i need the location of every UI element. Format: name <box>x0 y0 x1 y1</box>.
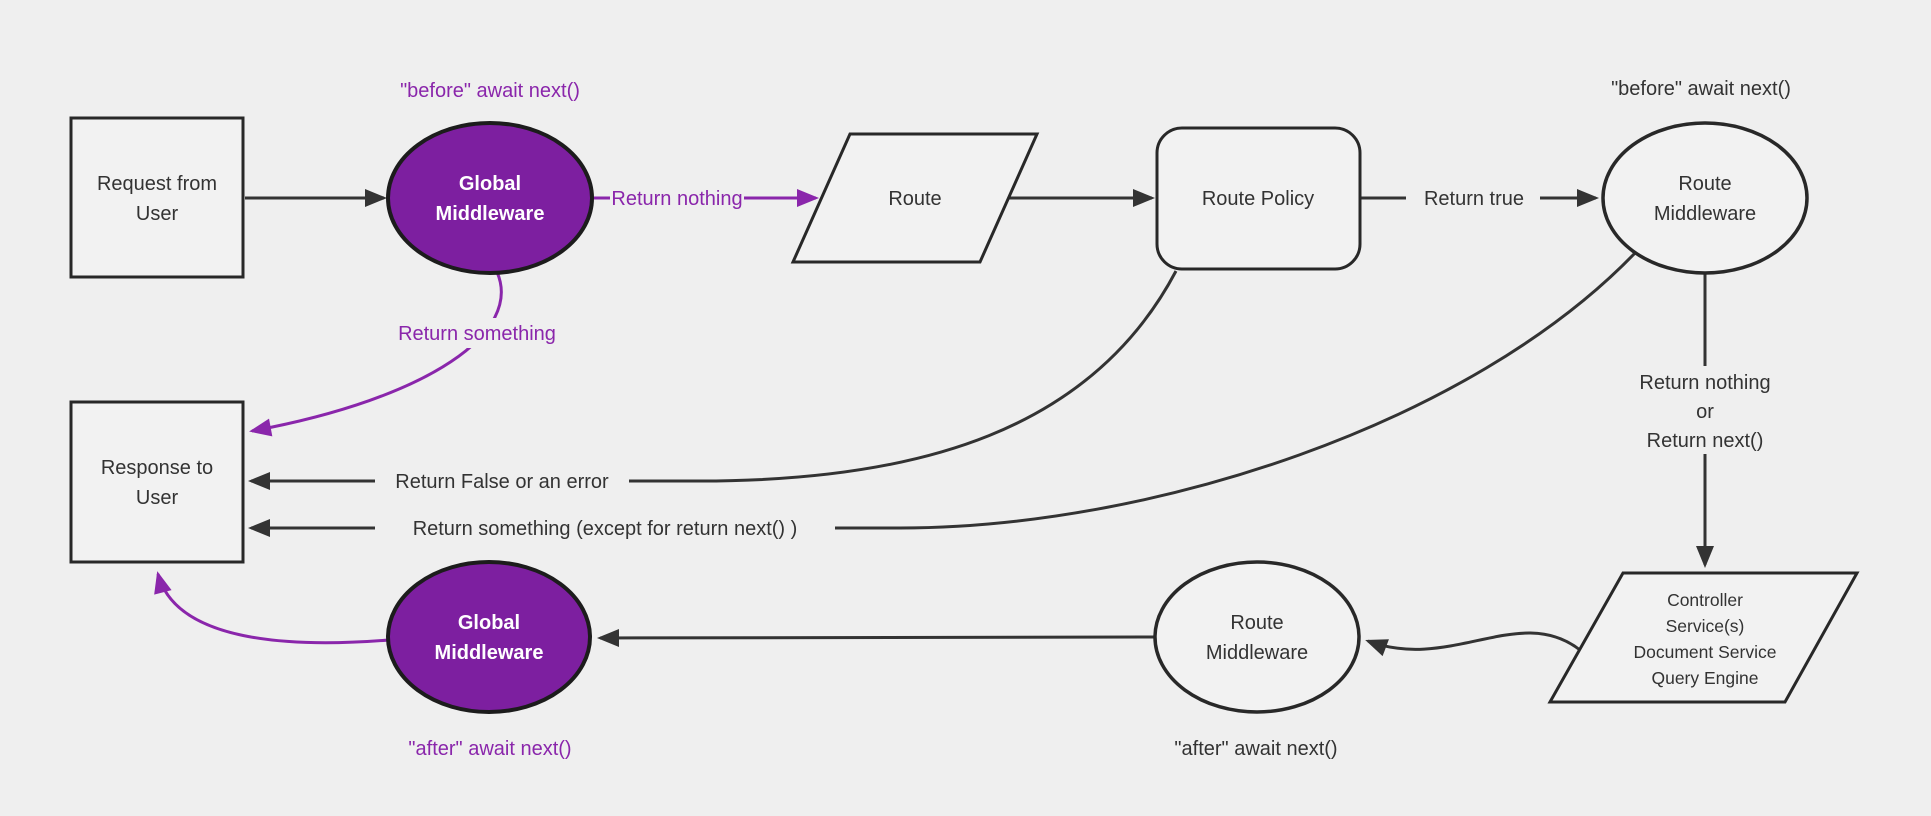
label-return-something-except: Return something (except for return next… <box>413 518 798 540</box>
route-middleware-before-label-line1: Route <box>1678 173 1731 195</box>
request-from-user-shape <box>69 116 245 279</box>
node-global-middleware-after: Global Middleware <box>386 560 592 714</box>
label-before-await-next-global: "before" await next() <box>400 80 580 102</box>
edge-return-false-or-error <box>248 270 1178 490</box>
node-route-middleware-before: Route Middleware <box>1601 121 1809 275</box>
label-return-true: Return true <box>1424 188 1524 210</box>
label-return-nothing-or-next-line1: Return nothing <box>1639 372 1770 394</box>
route-label: Route <box>888 188 941 210</box>
route-middleware-before-shape <box>1601 121 1809 275</box>
services-label-line1: Controller <box>1667 590 1743 610</box>
node-services: Controller Service(s) Document Service Q… <box>1547 571 1860 704</box>
label-bg-return-nothing <box>610 183 744 213</box>
label-bg-return-true <box>1408 183 1540 213</box>
response-to-user-shape <box>69 400 245 564</box>
route-policy-shape <box>1155 126 1362 271</box>
global-middleware-after-label-line2: Middleware <box>435 642 544 664</box>
label-before-await-next-route: "before" await next() <box>1611 78 1791 100</box>
label-after-await-next-route: "after" await next() <box>1174 738 1337 760</box>
label-return-nothing-or-next-line2: or <box>1696 401 1714 423</box>
services-label-line2: Service(s) <box>1666 616 1745 636</box>
edge-return-something <box>249 271 503 437</box>
route-middleware-before-label-line2: Middleware <box>1654 203 1756 225</box>
global-middleware-before-shape <box>386 121 594 275</box>
edge-services-to-route-middleware <box>1365 631 1581 657</box>
label-return-something: Return something <box>398 323 556 345</box>
node-route-policy: Route Policy <box>1155 126 1362 271</box>
services-label-line3: Document Service <box>1634 642 1777 662</box>
route-policy-label: Route Policy <box>1202 188 1314 210</box>
node-global-middleware-before: Global Middleware <box>386 121 594 275</box>
label-bg-return-something-except <box>375 513 835 543</box>
edge-return-something-except <box>248 250 1638 537</box>
node-request-from-user: Request from User <box>69 116 245 279</box>
node-response-to-user: Response to User <box>69 400 245 564</box>
label-bg-return-something <box>378 318 576 348</box>
node-route-middleware-after: Route Middleware <box>1153 560 1361 714</box>
edge-route-middleware-to-global-middleware <box>597 628 1156 647</box>
label-after-await-next-global: "after" await next() <box>408 738 571 760</box>
label-return-nothing-or-next-line3: Return next() <box>1647 430 1764 452</box>
services-label-line4: Query Engine <box>1651 668 1758 688</box>
label-bg-return-nothing-or-next <box>1616 368 1794 454</box>
response-to-user-label-line1: Response to <box>101 457 213 479</box>
global-middleware-after-label-line1: Global <box>458 612 520 634</box>
request-from-user-label-line2: User <box>136 203 179 225</box>
global-middleware-before-label-line2: Middleware <box>436 203 545 225</box>
route-middleware-after-label-line1: Route <box>1230 612 1283 634</box>
global-middleware-after-shape <box>386 560 592 714</box>
node-route: Route <box>790 132 1040 264</box>
response-to-user-label-line2: User <box>136 487 179 509</box>
label-bg-return-false <box>375 466 629 496</box>
label-return-nothing: Return nothing <box>611 188 742 210</box>
edge-global-middleware-to-response <box>154 571 390 645</box>
route-shape <box>790 132 1040 264</box>
services-shape <box>1547 571 1860 704</box>
route-middleware-after-shape <box>1153 560 1361 714</box>
global-middleware-before-label-line1: Global <box>459 173 521 195</box>
route-middleware-after-label-line2: Middleware <box>1206 642 1308 664</box>
request-from-user-label-line1: Request from <box>97 173 217 195</box>
label-return-nothing-or-next: Return nothing or Return next() <box>1639 372 1770 452</box>
label-return-false-or-error: Return False or an error <box>395 471 609 493</box>
